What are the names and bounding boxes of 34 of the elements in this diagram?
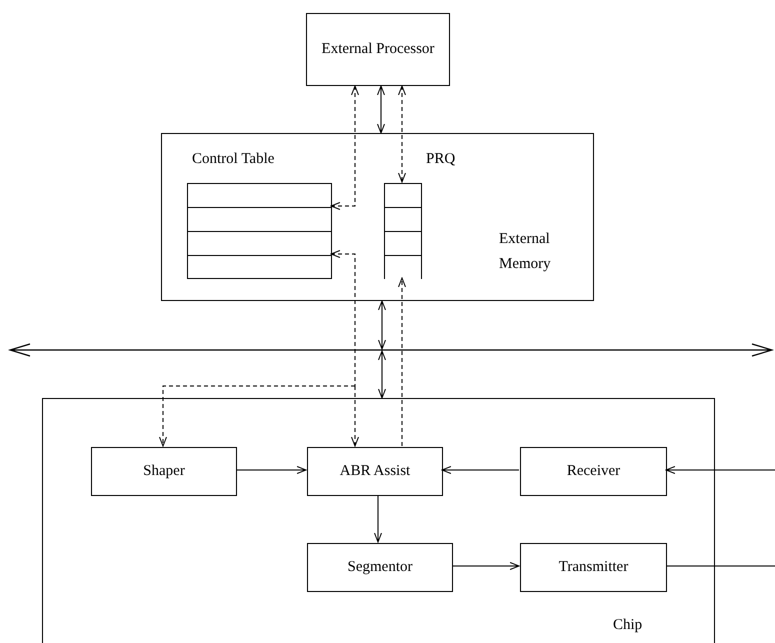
queue-heading: PRQ <box>426 151 456 168</box>
arrow <box>452 562 520 570</box>
processor-box: External Processor <box>306 13 450 86</box>
dashed-arrow <box>398 278 406 446</box>
chip-label: Chip <box>613 616 644 635</box>
dashed-arrow <box>351 386 359 446</box>
arrow <box>378 350 386 398</box>
dashed-arrow <box>398 86 406 182</box>
shaper-box: Shaper <box>91 447 237 496</box>
receiver-box: Receiver <box>520 447 667 496</box>
dashed-arrow <box>330 86 359 210</box>
chip-frame <box>42 398 715 643</box>
queue-slot <box>384 255 422 279</box>
dashed-arrow <box>330 250 356 386</box>
arrow <box>377 86 385 134</box>
arrow <box>666 466 775 474</box>
table-heading: Control Table <box>192 151 274 168</box>
arrow <box>442 466 520 474</box>
queue-slot <box>384 207 422 232</box>
segmentor-box: Segmentor <box>307 543 453 592</box>
memory-label: External Memory <box>499 230 552 274</box>
memory-frame <box>161 133 594 301</box>
arrow <box>236 466 306 474</box>
queue-slot <box>384 231 422 256</box>
arrow <box>374 494 382 542</box>
transmitter-box: Transmitter <box>520 543 667 592</box>
dashed-arrow <box>159 386 356 446</box>
arrow <box>378 300 386 350</box>
table-row <box>187 183 332 208</box>
table-row <box>187 255 332 279</box>
table-row <box>187 231 332 256</box>
abr-assist-box: ABR Assist <box>307 447 443 496</box>
table-row <box>187 207 332 232</box>
queue-slot <box>384 183 422 208</box>
